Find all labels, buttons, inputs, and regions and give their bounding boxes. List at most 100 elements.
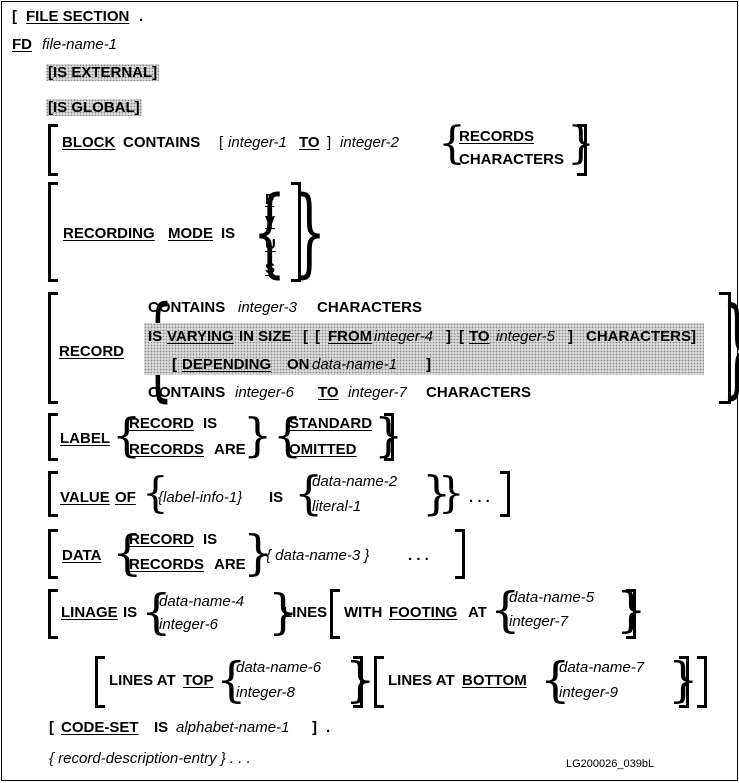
fd-keyword: FD [12, 36, 32, 53]
recording-right-bracket [298, 182, 301, 282]
block-option-records: RECORDS [459, 128, 535, 145]
block-left-bracket [48, 124, 51, 176]
footing-outer-right-bracket-bottom [697, 705, 707, 708]
data-data-name-3: { data-name-3 } [266, 547, 370, 564]
record-line2-integer-4: integer-4 [374, 328, 433, 345]
top-right-bracket-bottom [353, 705, 363, 708]
label-keyword: LABEL [60, 430, 110, 447]
code-set-keyword: CODE-SET [61, 719, 139, 736]
value-right-bracket-top [500, 471, 510, 474]
label-left-bracket-top [48, 413, 58, 416]
block-left-brace: { [438, 118, 466, 169]
data-left-bracket [48, 529, 51, 579]
value-inner-left-brace: { [294, 466, 324, 520]
mode-option-u: U [265, 236, 276, 253]
linage-at: AT [468, 604, 487, 621]
linage-left-bracket-bottom [48, 636, 58, 639]
is-global-text: [IS GLOBAL] [48, 99, 140, 116]
code-set-close-bracket: ] [312, 719, 317, 736]
lines-at-bottom-prefix: LINES AT [388, 672, 455, 689]
is-external-text: [IS EXTERNAL] [48, 64, 158, 81]
linage-left-bracket-top [48, 589, 58, 592]
bottom-data-name-7: data-name-7 [559, 659, 645, 676]
record-left-bracket [48, 292, 51, 404]
top-right-bracket [360, 656, 363, 708]
linage-integer-7: integer-7 [509, 613, 568, 630]
footing-right-bracket-top [626, 589, 636, 592]
bottom-left-bracket [374, 656, 377, 708]
record-line1-characters: CHARACTERS [317, 299, 422, 316]
top-left-bracket-bottom [95, 705, 105, 708]
bottom-right-bracket-top [679, 656, 689, 659]
recording-right-bracket-top [291, 182, 301, 185]
data-right-brace: } [243, 525, 274, 581]
block-right-bracket [584, 124, 587, 176]
is-external-clause: [IS EXTERNAL] [46, 64, 160, 81]
record-line4-to: TO [318, 384, 339, 401]
record-line2-close2: ] [568, 328, 573, 345]
record-line2-close1: ] [446, 328, 451, 345]
record-line2-characters: CHARACTERS] [586, 328, 696, 345]
record-line3-close: ] [426, 356, 431, 373]
footing-left-bracket-bottom [330, 636, 340, 639]
file-section-keyword: FILE SECTION [26, 8, 130, 25]
value-keyword: VALUE [60, 489, 110, 506]
record-line2-integer-5: integer-5 [496, 328, 555, 345]
code-set-is: IS [154, 719, 169, 736]
block-option-characters: CHARACTERS [459, 151, 564, 168]
recording-is: IS [221, 225, 236, 242]
block-left-bracket-bottom [48, 173, 58, 176]
block-contains: CONTAINS [123, 134, 201, 151]
block-left-bracket-top [48, 124, 58, 127]
value-label-info: {label-info-1} [158, 489, 243, 506]
data-right-bracket [462, 529, 465, 579]
figure-id-label: LG200026_039bL [566, 758, 655, 770]
record-right-bracket-top [719, 292, 729, 295]
data-right-bracket-top [455, 529, 465, 532]
linage-left-brace: { [141, 584, 172, 640]
value-literal-1: literal-1 [312, 498, 362, 515]
bottom-right-bracket [686, 656, 689, 708]
record-line2-is: IS [148, 328, 163, 345]
is-varying-shaded-region [144, 323, 704, 375]
value-is: IS [269, 489, 284, 506]
top-left-bracket [95, 656, 98, 708]
code-set-open-bracket: [ [49, 719, 54, 736]
footing-outer-right-bracket-top [697, 656, 707, 659]
record-line4-integer-6: integer-6 [235, 384, 294, 401]
label-option-left-brace: { [273, 408, 303, 462]
label-left-bracket-bottom [48, 458, 58, 461]
value-data-name-2: data-name-2 [312, 473, 398, 490]
bottom-left-brace: { [540, 652, 571, 708]
data-records: RECORDS [129, 556, 205, 573]
footing-left-bracket-top [330, 589, 340, 592]
value-inner-right-brace: } [422, 466, 452, 520]
record-line1-contains: CONTAINS [148, 299, 226, 316]
value-left-bracket-bottom [48, 514, 58, 517]
bottom-integer-9: integer-9 [559, 684, 618, 701]
linage-left-bracket [48, 589, 51, 639]
footing-right-bracket-bottom [626, 636, 636, 639]
label-record: RECORD [129, 415, 195, 432]
data-keyword: DATA [62, 547, 102, 564]
record-line3-on: ON [287, 356, 310, 373]
value-ellipsis: . . . [469, 489, 490, 506]
recording-keyword: RECORDING [63, 225, 155, 242]
label-right-bracket-bottom [384, 458, 394, 461]
data-record-is: IS [203, 531, 218, 548]
record-left-bracket-top [48, 292, 58, 295]
mode-option-f: F [265, 191, 275, 208]
footing-right-brace: } [616, 582, 647, 638]
fd-file-name: file-name-1 [42, 36, 118, 53]
label-option-omitted: OMITTED [289, 441, 357, 458]
mode-keyword: MODE [168, 225, 213, 242]
record-line4-integer-7: integer-7 [348, 384, 407, 401]
data-left-bracket-bottom [48, 576, 58, 579]
record-left-bracket-bottom [48, 401, 58, 404]
label-option-standard: STANDARD [289, 415, 373, 432]
label-right-bracket-top [384, 413, 394, 416]
block-integer-1: integer-1 [228, 134, 287, 151]
data-left-bracket-top [48, 529, 58, 532]
bottom-left-bracket-bottom [374, 705, 384, 708]
block-close-bracket: ] [327, 134, 332, 151]
